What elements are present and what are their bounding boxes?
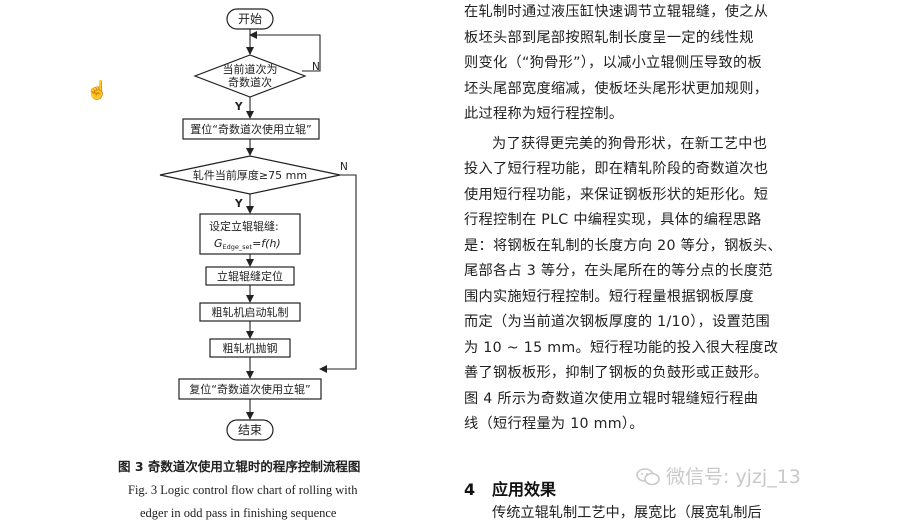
wechat-watermark: 微信号: yjzj_13 — [636, 462, 801, 489]
para1-line: 则变化（“狗骨形”），以减小立辊侧压导致的板 — [464, 55, 762, 71]
process2-line2: GEdge_set=f(h) — [214, 237, 281, 251]
section-number: 4 — [464, 480, 476, 499]
para2-line: 行程控制在 PLC 中编程实现，具体的编程思路 — [464, 212, 762, 228]
figure-caption-cn: 图 3 奇数道次使用立辊时的程序控制流程图 — [118, 459, 361, 474]
flowchart: 开始 N 当前道次为 奇数道次 Y 置位“奇数道次使用立辊” 轧件当前厚度≥75… — [159, 8, 357, 441]
body-last-line: 传统立辊轧制工艺中，展宽比（展宽轧制后 — [492, 505, 762, 521]
para2-line: 尾部各占 3 等分，在头尾所在的等分点的长度范 — [464, 263, 773, 279]
para2-line: 而定（为当前道次钢板厚度的 1/10），设置范围 — [464, 314, 771, 330]
process2-line1: 设定立辊辊缝: — [209, 219, 279, 233]
para2-line: 为 10 ~ 15 mm。短行程功能的投入很大程度改 — [464, 339, 779, 356]
decision2-yes-label: Y — [234, 198, 243, 210]
para2-line: 善了钢板板形，抑制了钢板的负鼓形或正鼓形。 — [464, 365, 769, 381]
process3-label: 立辊辊缝定位 — [217, 269, 283, 283]
para1-line: 坯头尾部宽度缩减，使板坯头尾形状更加规则， — [464, 80, 769, 97]
para2-line: 使用短行程功能，来保证钢板形状的矩形化。短 — [464, 186, 769, 203]
body-text-column: 在轧制时通过液压缸快速调节立辊辊缝，使之从 板坯头部到尾部按照轧制长度呈一定的线… — [464, 0, 809, 438]
para1-line: 此过程称为短行程控制。 — [464, 106, 624, 122]
process1-label: 置位“奇数道次使用立辊” — [190, 122, 311, 136]
section-title: 应用效果 — [492, 480, 557, 499]
para2-line: 图 4 所示为奇数道次使用立辊时辊缝短行程曲 — [464, 390, 759, 407]
para2-line: 为了获得更完美的狗骨形状，在新工艺中也 — [492, 135, 768, 152]
para2-line: 投入了短行程功能，即在精轧阶段的奇数道次也 — [464, 161, 769, 177]
para1-line: 在轧制时通过液压缸快速调节立辊辊缝，使之从 — [464, 4, 769, 20]
end-label: 结束 — [238, 423, 262, 437]
process-set-edger-gap — [199, 213, 301, 255]
process6-label: 复位“奇数道次使用立辊” — [189, 382, 310, 396]
section-heading: 4 应用效果 — [464, 476, 556, 500]
para2-line: 围内实施短行程控制。短行程量根据钢板厚度 — [464, 288, 754, 305]
decision1-yes-label: Y — [234, 101, 243, 113]
start-label: 开始 — [238, 12, 262, 26]
decision1-no-label: N — [312, 61, 320, 73]
para2-line: 是：将钢板在轧制的长度方向 20 等分，钢板头、 — [464, 237, 783, 254]
para2-line: 线（短行程量为 10 mm）。 — [464, 416, 644, 432]
hand-cursor-icon: ☝ — [86, 80, 109, 101]
decision2-no-label: N — [340, 161, 348, 173]
process-set-odd-pass — [182, 118, 320, 140]
process4-label: 粗轧机启动轧制 — [212, 305, 289, 319]
decision1-line1: 当前道次为 — [223, 62, 278, 76]
end-terminal — [226, 419, 274, 441]
figure-caption-en-line1: Fig. 3 Logic control flow chart of rolli… — [128, 483, 358, 497]
wechat-icon — [636, 468, 660, 486]
decision2-label: 轧件当前厚度≥75 mm — [193, 168, 307, 182]
para1-line: 板坯头部到尾部按照轧制长度呈一定的线性规 — [464, 29, 754, 46]
watermark-text: 微信号: yjzj_13 — [666, 466, 801, 488]
process5-label: 粗轧机抛钢 — [223, 341, 278, 355]
figure-caption-en-line2: edger in odd pass in finishing sequence — [140, 506, 337, 520]
decision1-line2: 奇数道次 — [228, 75, 272, 89]
